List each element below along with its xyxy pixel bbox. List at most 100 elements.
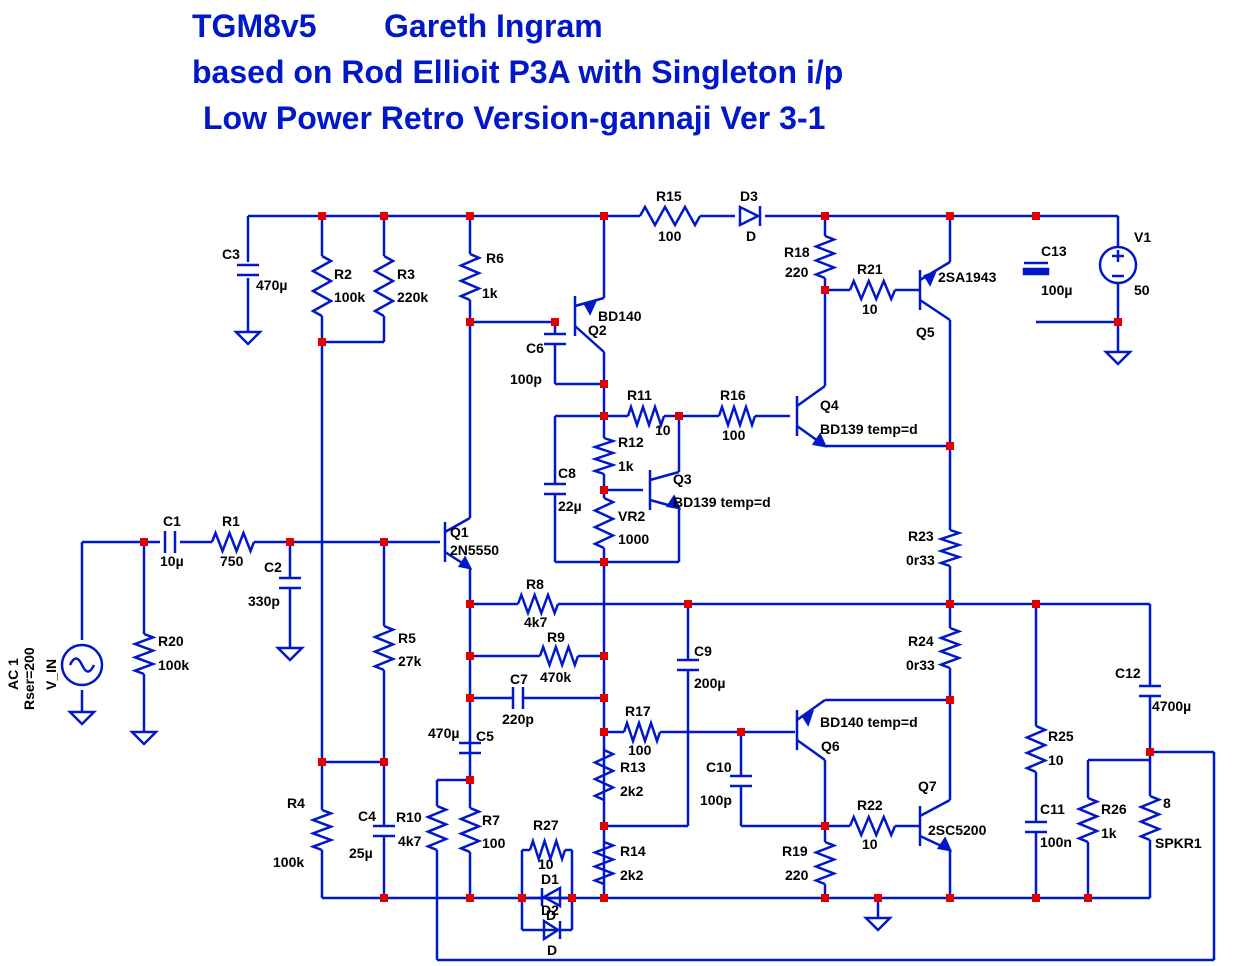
label-r27: R27 [533, 817, 559, 833]
junction-nodes [140, 212, 1154, 902]
label-r25v: 10 [1048, 752, 1064, 768]
r3-resistor [372, 254, 396, 318]
label-r17: R17 [625, 703, 651, 719]
label-r12: R12 [618, 434, 644, 450]
label-c12: C12 [1115, 665, 1141, 681]
d3-diode [738, 204, 762, 228]
components [60, 204, 1163, 942]
label-r15: R15 [656, 188, 682, 204]
junction-node [600, 558, 608, 566]
r13-resistor [592, 748, 616, 802]
ground-symbol [274, 646, 306, 662]
label-q7t: 2SC5200 [928, 822, 987, 838]
label-r14v: 2k2 [620, 867, 644, 883]
label-r10v: 4k7 [398, 833, 422, 849]
junction-node [380, 212, 388, 220]
junction-node [140, 538, 148, 546]
label-spkr: SPKR1 [1155, 835, 1202, 851]
label-c6: C6 [526, 340, 544, 356]
label-vin: V_IN [43, 659, 59, 690]
label-c1: C1 [163, 513, 181, 529]
label-r24v: 0r33 [906, 657, 935, 673]
label-r1: R1 [222, 513, 240, 529]
junction-node [675, 412, 683, 420]
title-line1-left: TGM8v5 [192, 8, 317, 44]
label-r2: R2 [334, 266, 352, 282]
label-r16: R16 [720, 387, 746, 403]
junction-node [946, 696, 954, 704]
label-c10: C10 [706, 759, 732, 775]
label-c2v: 330p [248, 593, 280, 609]
label-c12v: 4700µ [1152, 698, 1191, 714]
label-r18: R18 [784, 244, 810, 260]
label-c7v: 220p [502, 711, 534, 727]
junction-node [466, 600, 474, 608]
r8-resistor [516, 591, 560, 617]
junction-node [600, 728, 608, 736]
label-r4: R4 [287, 795, 305, 811]
q2-arrow [583, 300, 598, 316]
label-d2: D2 [541, 902, 559, 918]
label-rser: Rser=200 [21, 647, 37, 710]
title-line1-right: Gareth Ingram [384, 8, 603, 44]
label-c13: C13 [1041, 243, 1067, 259]
junction-node [380, 758, 388, 766]
junction-node [380, 538, 388, 546]
label-r8v: 4k7 [524, 614, 548, 630]
label-q6: Q6 [821, 738, 840, 754]
junction-node [1114, 318, 1122, 326]
junction-node [380, 894, 388, 902]
junction-node [946, 442, 954, 450]
label-c9: C9 [694, 643, 712, 659]
q7-transistor [919, 798, 951, 818]
r17-resistor [622, 719, 662, 745]
junction-node [946, 894, 954, 902]
r5-resistor [371, 624, 397, 672]
label-r5: R5 [398, 630, 416, 646]
r23-resistor [937, 528, 963, 568]
q6-transistor [796, 738, 826, 762]
label-q4t: BD139 temp=d [820, 421, 918, 437]
r22-resistor [848, 813, 897, 839]
label-q7: Q7 [918, 778, 937, 794]
q4-arrow [811, 432, 828, 448]
ac1-source [68, 657, 96, 673]
junction-node [318, 212, 326, 220]
label-r20: R20 [158, 633, 184, 649]
r19-resistor [812, 840, 838, 886]
junction-node [1146, 748, 1154, 756]
label-r25: R25 [1048, 728, 1074, 744]
d1-diode [540, 885, 562, 909]
junction-node [874, 894, 882, 902]
q1-arrow [457, 555, 473, 570]
label-r23v: 0r33 [906, 552, 935, 568]
junction-node [600, 212, 608, 220]
junction-node [286, 538, 294, 546]
label-r13v: 2k2 [620, 783, 644, 799]
label-q1: Q1 [450, 524, 469, 540]
q2-transistor [574, 325, 605, 353]
label-c10v: 100p [700, 792, 732, 808]
r26-resistor [1075, 796, 1101, 844]
ground-symbol [232, 330, 264, 346]
junction-node [466, 212, 474, 220]
r10-resistor [424, 804, 450, 852]
label-vr2v: 1000 [618, 531, 649, 547]
q5-arrow [923, 269, 938, 287]
r9-resistor [538, 643, 580, 669]
label-r6v: 1k [482, 285, 498, 301]
label-r3v: 220k [397, 289, 428, 305]
q5-transistor [919, 298, 951, 322]
label-vr2: VR2 [618, 508, 645, 524]
label-r24: R24 [908, 633, 934, 649]
label-c8v: 22µ [558, 498, 582, 514]
label-r9v: 470k [540, 669, 571, 685]
junction-node [684, 600, 692, 608]
label-q3t: BD139 temp=d [673, 494, 771, 510]
label-q2: Q2 [588, 322, 607, 338]
label-v1: V1 [1134, 229, 1151, 245]
label-r14: R14 [620, 843, 646, 859]
junction-node [466, 894, 474, 902]
junction-node [1032, 212, 1040, 220]
